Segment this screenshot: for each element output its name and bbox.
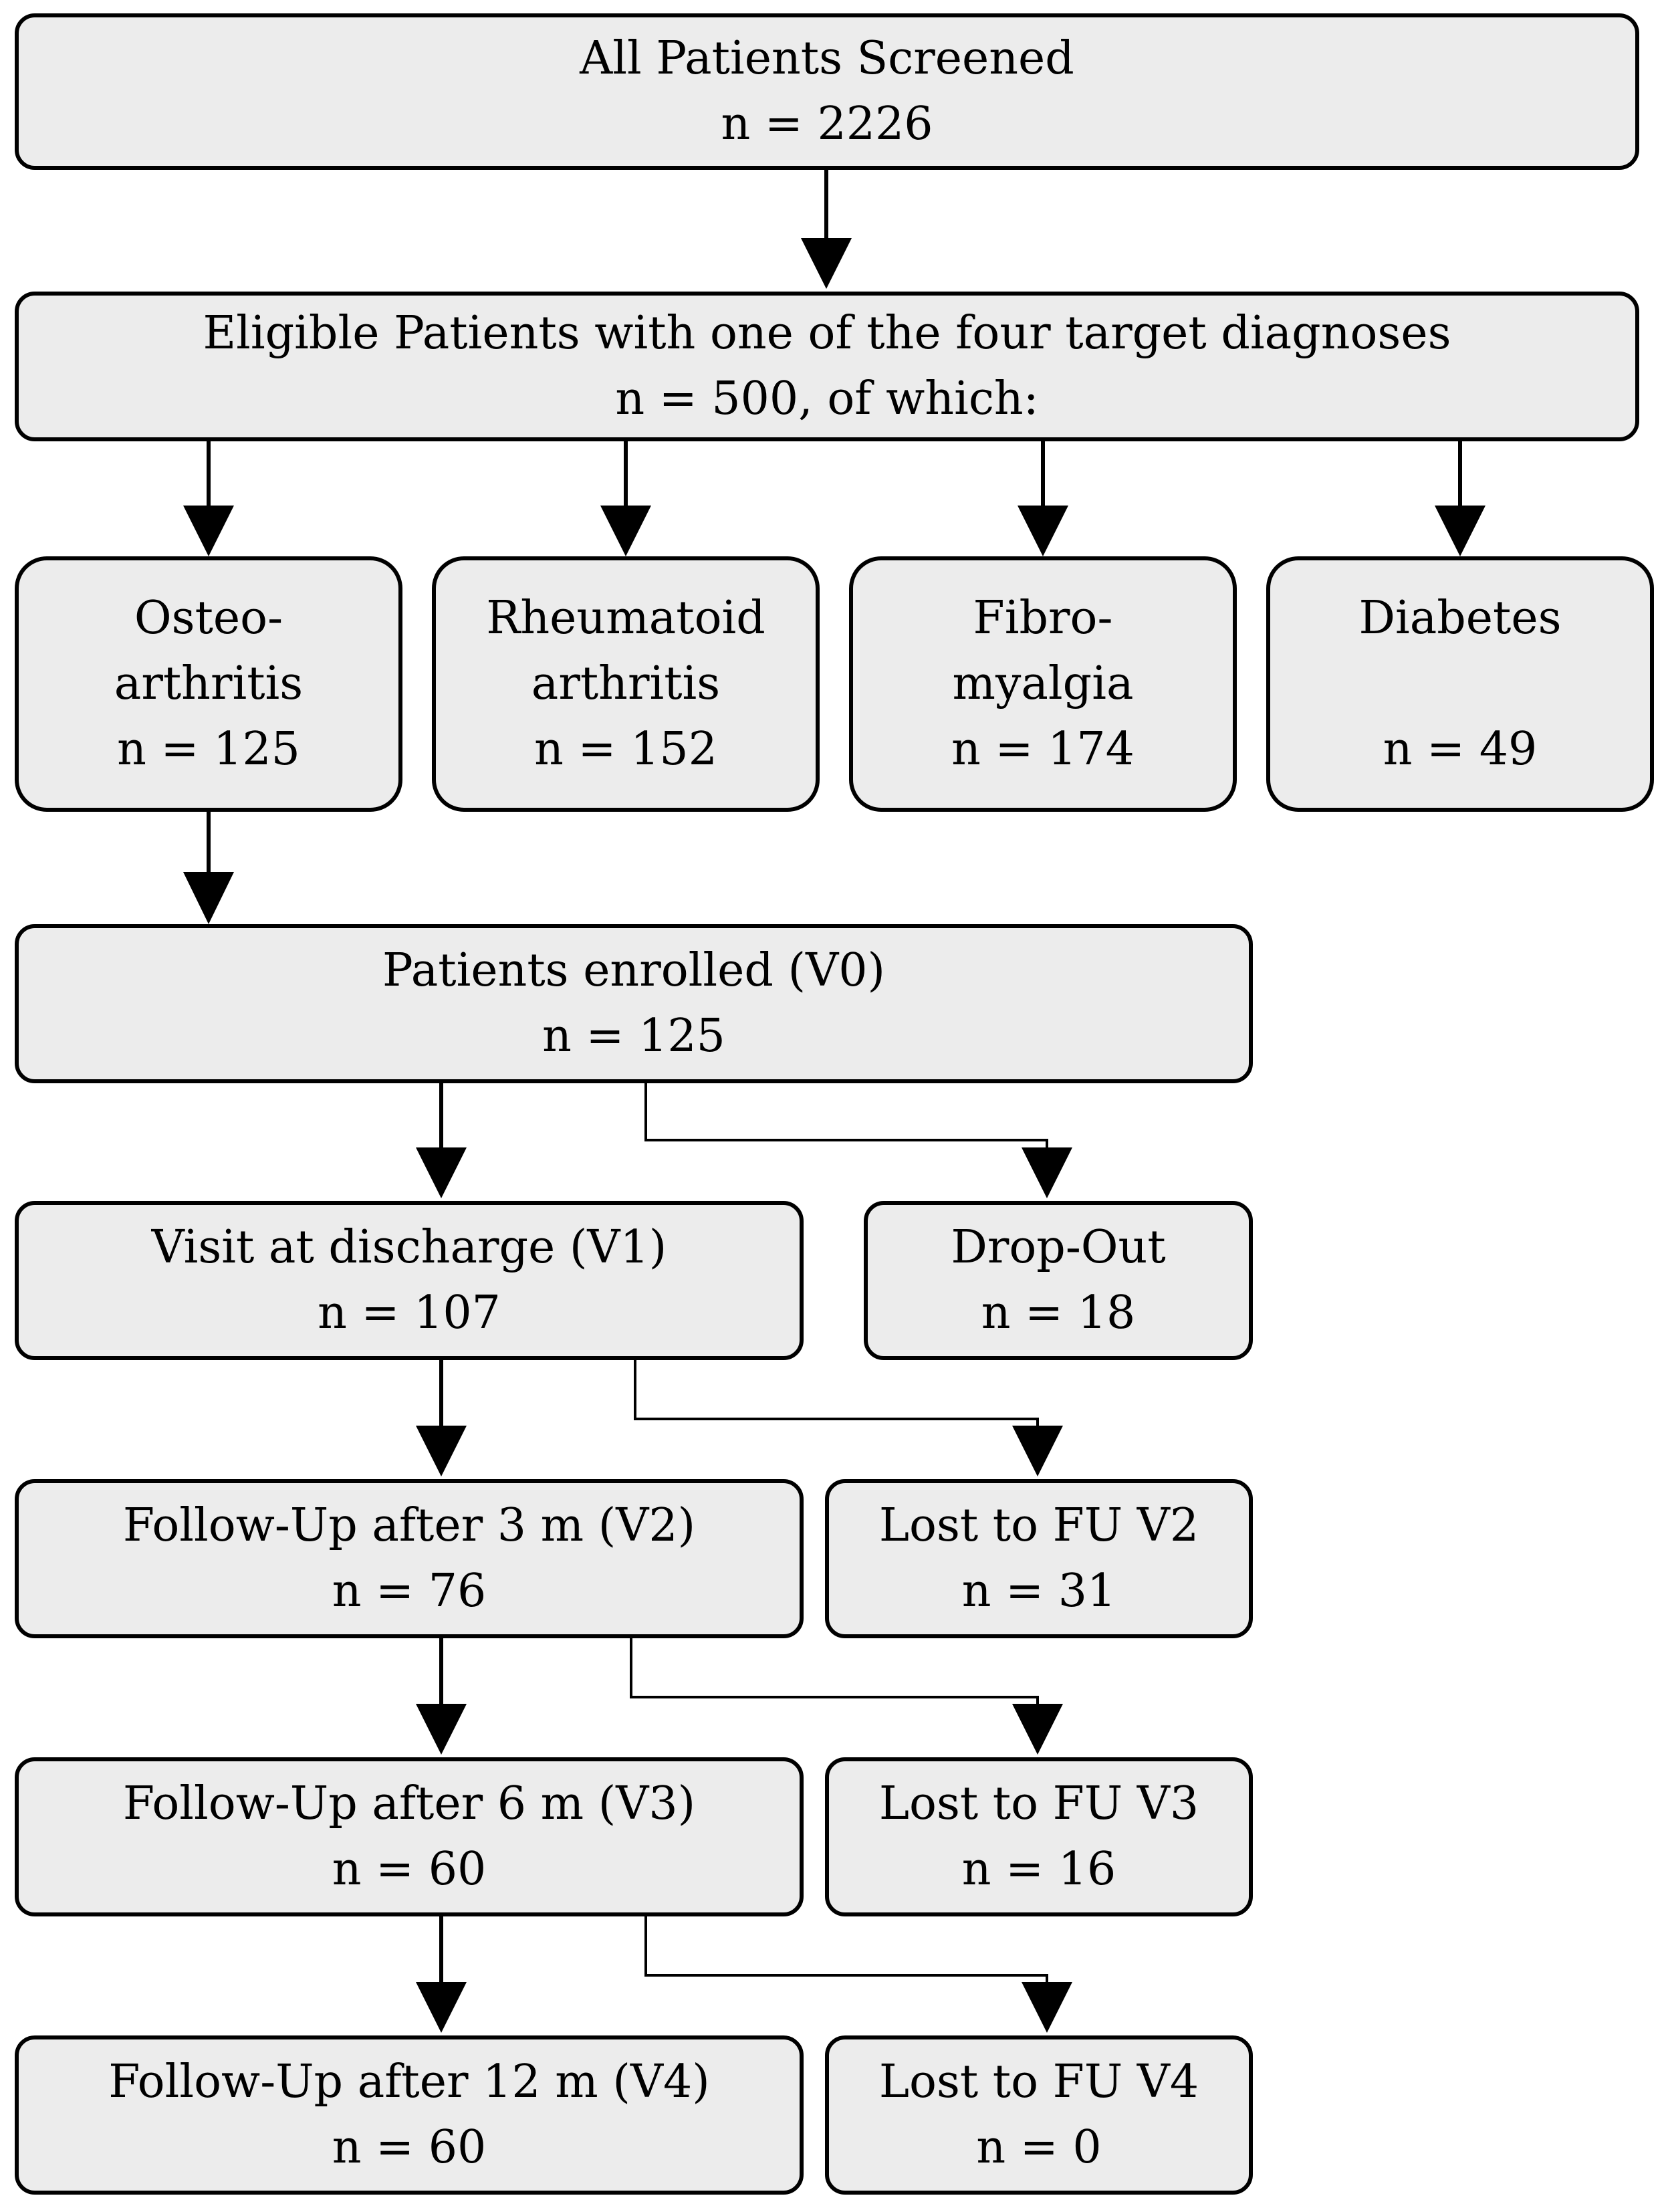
rheumatoid-arthritis-box: Rheumatoid arthritis n = 152 xyxy=(432,556,820,812)
fibromyalgia-label-line1: Fibro- xyxy=(973,592,1113,645)
v1-title: Visit at discharge (V1) xyxy=(151,1221,667,1274)
osteoarthritis-label-line2: arthritis xyxy=(114,657,304,710)
arrow-v2-to-lost-v3 xyxy=(630,1638,1039,1713)
lost-v4-title: Lost to FU V4 xyxy=(878,2056,1199,2108)
v4-title: Follow-Up after 12 m (V4) xyxy=(108,2056,710,2108)
arrowhead-lost-v2 xyxy=(1012,1426,1063,1476)
lost-v2-box: Lost to FU V2 n = 31 xyxy=(825,1479,1253,1638)
v2-box: Follow-Up after 3 m (V2) n = 76 xyxy=(15,1479,804,1638)
v4-count: n = 60 xyxy=(332,2121,487,2174)
arrowhead-v2 xyxy=(416,1426,467,1476)
arrowhead-eligible xyxy=(801,238,852,289)
arrowhead-rheuma xyxy=(600,506,651,556)
lost-v2-title: Lost to FU V2 xyxy=(878,1499,1199,1552)
screened-box: All Patients Screened n = 2226 xyxy=(15,13,1639,170)
v2-title: Follow-Up after 3 m (V2) xyxy=(122,1499,696,1552)
v3-count: n = 60 xyxy=(332,1843,487,1896)
lost-v3-title: Lost to FU V3 xyxy=(878,1777,1199,1830)
arrowhead-dropout xyxy=(1022,1147,1072,1198)
arrowhead-v4 xyxy=(416,1982,467,2033)
screened-title: All Patients Screened xyxy=(580,32,1074,85)
arrowhead-lost-v3 xyxy=(1012,1704,1063,1755)
lost-v3-box: Lost to FU V3 n = 16 xyxy=(825,1757,1253,1916)
arrowhead-v1 xyxy=(416,1147,467,1198)
arrow-v3-to-lost-v4 xyxy=(644,1916,1048,1991)
osteoarthritis-box: Osteo- arthritis n = 125 xyxy=(15,556,402,812)
diabetes-label: Diabetes xyxy=(1358,592,1562,645)
rheumatoid-label-line2: arthritis xyxy=(531,657,721,710)
v3-title: Follow-Up after 6 m (V3) xyxy=(122,1777,696,1830)
v2-count: n = 76 xyxy=(332,1565,487,1618)
arrowhead-v3 xyxy=(416,1704,467,1755)
diabetes-count: n = 49 xyxy=(1383,723,1538,776)
eligible-title: Eligible Patients with one of the four t… xyxy=(203,307,1451,360)
lost-v3-count: n = 16 xyxy=(961,1843,1116,1896)
lost-v4-count: n = 0 xyxy=(976,2121,1102,2174)
arrowhead-enrolled xyxy=(183,872,234,924)
fibromyalgia-label-line2: myalgia xyxy=(952,657,1134,710)
eligible-count: n = 500, of which: xyxy=(615,372,1039,425)
enrolled-title: Patients enrolled (V0) xyxy=(382,944,885,997)
arrowhead-fibro xyxy=(1018,506,1068,556)
enrolled-count: n = 125 xyxy=(542,1010,725,1063)
eligible-box: Eligible Patients with one of the four t… xyxy=(15,292,1639,441)
arrow-v1-to-lost-v2 xyxy=(634,1360,1039,1434)
arrowhead-lost-v4 xyxy=(1022,1982,1072,2033)
v1-count: n = 107 xyxy=(318,1287,501,1339)
v1-box: Visit at discharge (V1) n = 107 xyxy=(15,1201,804,1360)
screened-count: n = 2226 xyxy=(721,98,933,150)
diabetes-box: Diabetes n = 49 xyxy=(1266,556,1654,812)
lost-v2-count: n = 31 xyxy=(961,1565,1116,1618)
arrow-enrolled-to-dropout xyxy=(644,1082,1048,1157)
dropout-count: n = 18 xyxy=(981,1287,1136,1339)
arrowhead-diabetes xyxy=(1435,506,1485,556)
osteoarthritis-label-line1: Osteo- xyxy=(134,592,283,645)
rheumatoid-count: n = 152 xyxy=(534,723,717,776)
rheumatoid-label-line1: Rheumatoid xyxy=(486,592,765,645)
enrolled-box: Patients enrolled (V0) n = 125 xyxy=(15,924,1253,1083)
fibromyalgia-box: Fibro- myalgia n = 174 xyxy=(849,556,1237,812)
dropout-box: Drop-Out n = 18 xyxy=(864,1201,1253,1360)
arrowhead-osteo xyxy=(183,506,234,556)
diabetes-spacer xyxy=(1453,651,1467,717)
lost-v4-box: Lost to FU V4 n = 0 xyxy=(825,2035,1253,2195)
v3-box: Follow-Up after 6 m (V3) n = 60 xyxy=(15,1757,804,1916)
v4-box: Follow-Up after 12 m (V4) n = 60 xyxy=(15,2035,804,2195)
dropout-title: Drop-Out xyxy=(951,1221,1166,1274)
osteoarthritis-count: n = 125 xyxy=(117,723,300,776)
fibromyalgia-count: n = 174 xyxy=(951,723,1135,776)
